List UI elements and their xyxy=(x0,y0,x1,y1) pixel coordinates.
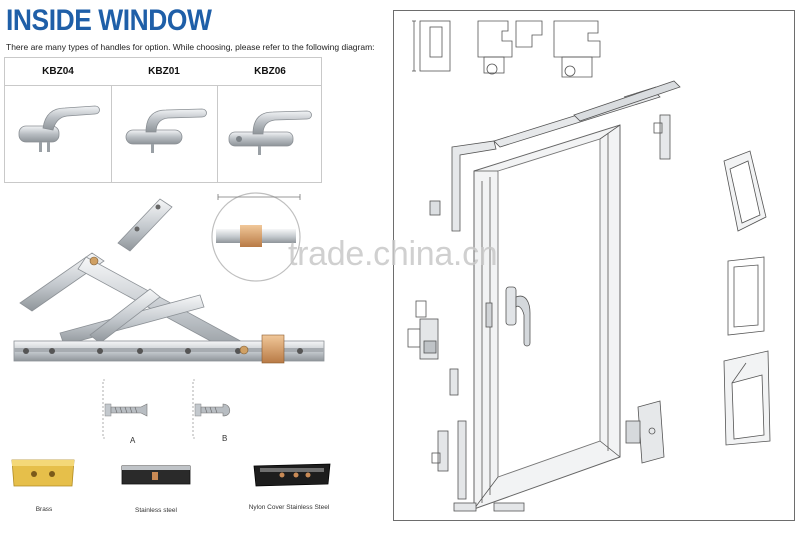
page-subtitle: There are many types of handles for opti… xyxy=(6,42,375,52)
screw-diagram xyxy=(102,379,231,439)
cover-label: Brass xyxy=(35,506,53,513)
window-hardware-diagram xyxy=(393,10,795,521)
window-handle-icon xyxy=(228,110,312,155)
screw-label-a: A xyxy=(130,436,136,445)
cover-label: Nylon Cover Stainless Steel xyxy=(248,504,330,511)
screw-label-b: B xyxy=(222,434,228,443)
handle-options-table: KBZ04 KBZ01 KBZ06 xyxy=(4,57,322,183)
table-divider xyxy=(217,86,218,183)
exploded-window-drawing xyxy=(407,20,771,512)
window-handle-icon xyxy=(18,105,100,152)
cover-label: Stainless steel xyxy=(135,507,177,514)
handle-model-label: KBZ06 xyxy=(254,66,286,77)
nylon-cover-part xyxy=(253,463,331,487)
watermark-text: trade.china.cn xyxy=(288,235,498,273)
handle-table-header: KBZ04 KBZ01 KBZ06 xyxy=(5,58,321,86)
table-divider xyxy=(111,86,112,183)
window-handle-icon xyxy=(125,108,207,153)
stainless-cover-part xyxy=(121,465,191,485)
handle-model-label: KBZ04 xyxy=(42,66,74,77)
page-title: INSIDE WINDOW xyxy=(6,4,212,37)
handle-model-label: KBZ01 xyxy=(148,66,180,77)
friction-stay-hinge xyxy=(13,192,325,364)
brass-cover-part xyxy=(11,459,75,487)
